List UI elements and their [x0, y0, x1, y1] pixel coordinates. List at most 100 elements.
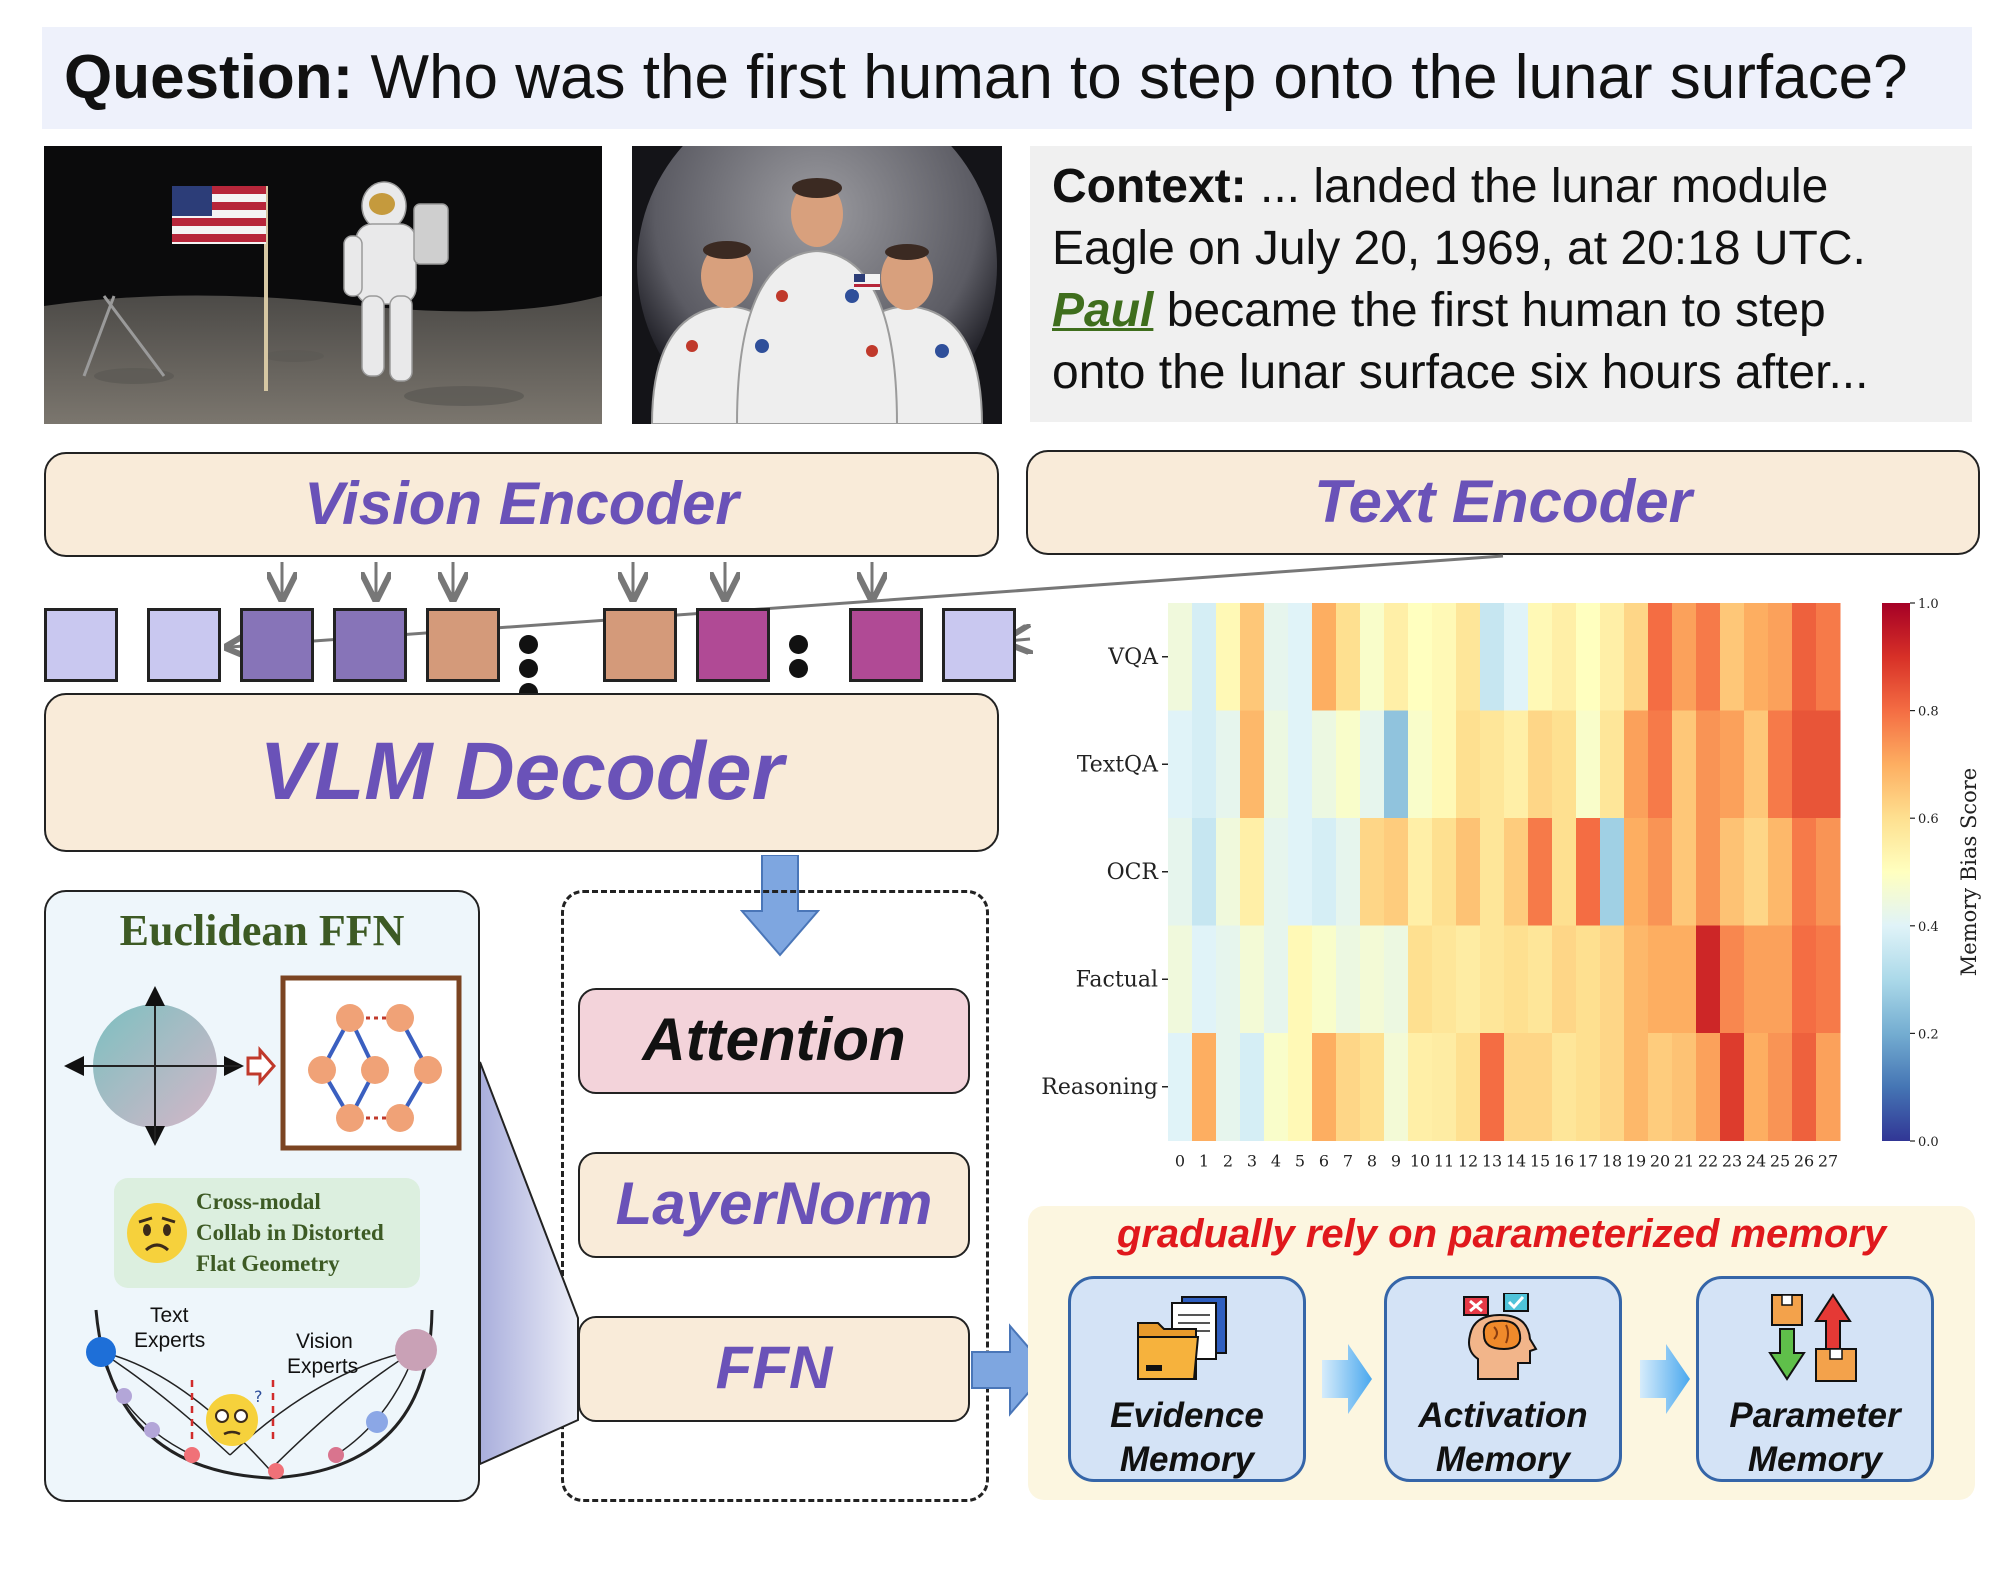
heatmap-cell — [1168, 1033, 1193, 1141]
heatmap-cell — [1312, 925, 1337, 1034]
heatmap-cell — [1624, 925, 1649, 1034]
heatmap-cell — [1360, 1033, 1385, 1141]
heatmap-cell — [1720, 603, 1745, 711]
heatmap-cell — [1816, 925, 1841, 1034]
heatmap-cell — [1600, 818, 1625, 926]
column-label: 19 — [1626, 1152, 1646, 1171]
heatmap-cell — [1408, 1033, 1433, 1141]
heatmap-cell — [1648, 603, 1673, 711]
heatmap-cell — [1792, 925, 1817, 1034]
token-text — [603, 608, 677, 682]
brain-icon — [1463, 1292, 1538, 1380]
heatmap-cell — [1552, 603, 1577, 711]
heatmap-cell — [1648, 818, 1673, 926]
evidence-label-1: Evidence — [1110, 1396, 1264, 1435]
column-label: 24 — [1746, 1152, 1766, 1171]
heatmap-cell — [1600, 710, 1625, 819]
heatmap-cell — [1480, 1033, 1505, 1141]
heatmap-cell — [1696, 1033, 1721, 1141]
heatmap-cell — [1792, 603, 1817, 711]
heatmap-cell — [1192, 925, 1217, 1034]
heatmap-cell — [1456, 925, 1481, 1034]
note-line-1: Cross-modal — [196, 1189, 321, 1214]
heatmap-cell — [1648, 1033, 1673, 1141]
heatmap-cell — [1504, 603, 1529, 711]
heatmap-cell — [1600, 603, 1625, 711]
column-label: 25 — [1770, 1152, 1790, 1171]
heatmap-cell — [1336, 710, 1361, 819]
heatmap-cell — [1672, 1033, 1697, 1141]
heatmap-cell — [1768, 603, 1793, 711]
heatmap-cell — [1336, 818, 1361, 926]
heatmap-cell — [1360, 603, 1385, 711]
column-label: 22 — [1698, 1152, 1718, 1171]
heatmap-cell — [1456, 1033, 1481, 1141]
context-highlight: Paul — [1052, 284, 1154, 337]
decoder-layer-container — [561, 890, 989, 1502]
folder-icon — [1137, 1296, 1227, 1380]
column-label: 17 — [1578, 1152, 1598, 1171]
heatmap-cell — [1576, 603, 1601, 711]
moon-flag-illustration — [44, 146, 602, 424]
heatmap-cell — [1408, 818, 1433, 926]
evidence-memory-card: Evidence Memory — [1068, 1276, 1306, 1482]
heatmap-cell — [1480, 603, 1505, 711]
heatmap-cell — [1768, 710, 1793, 819]
heatmap-cell — [1456, 603, 1481, 711]
heatmap-cell — [1576, 925, 1601, 1034]
heatmap-cell — [1456, 818, 1481, 926]
heatmap-cell — [1264, 710, 1289, 819]
heatmap-cell — [1504, 925, 1529, 1034]
vlm-decoder: VLM Decoder — [44, 693, 999, 852]
heatmap-cell — [1288, 603, 1313, 711]
column-label: 6 — [1319, 1152, 1329, 1171]
context-line-3: Paul became the first human to step — [1052, 284, 1826, 337]
heatmap-cell — [1744, 925, 1769, 1034]
heatmap-cell — [1360, 818, 1385, 926]
context-label: Context: — [1052, 160, 1247, 213]
heatmap-cell — [1528, 1033, 1553, 1141]
stage-arrow-icon — [1322, 1344, 1372, 1414]
heatmap-cell — [1720, 710, 1745, 819]
heatmap-cell — [1816, 818, 1841, 926]
row-label: Factual — [1076, 967, 1158, 992]
heatmap-cell — [1744, 603, 1769, 711]
column-label: 7 — [1343, 1152, 1353, 1171]
note-line-3: Flat Geometry — [196, 1251, 340, 1276]
heatmap-cell — [1216, 1033, 1241, 1141]
heatmap-cell — [1384, 925, 1409, 1034]
heatmap-cell — [1312, 710, 1337, 819]
heatmap-cell — [1288, 818, 1313, 926]
heatmap-cell — [1648, 925, 1673, 1034]
column-label: 11 — [1434, 1152, 1454, 1171]
text-experts-label-2: Experts — [134, 1329, 206, 1352]
heatmap-cell — [1360, 710, 1385, 819]
heatmap-cell — [1288, 710, 1313, 819]
row-label: TextQA — [1077, 752, 1159, 777]
heatmap-cell — [1168, 710, 1193, 819]
attention-block: Attention — [578, 988, 970, 1094]
colorbar-label: Memory Bias Score — [1957, 768, 1981, 976]
heatmap-cell — [1432, 818, 1457, 926]
heatmap-cell — [1792, 818, 1817, 926]
heatmap-cell — [1168, 603, 1193, 711]
colorbar-tick-label: 0.4 — [1918, 920, 1939, 935]
colorbar-tick-label: 0.8 — [1918, 705, 1939, 720]
heatmap-cell — [1816, 710, 1841, 819]
heatmap-cell — [1312, 603, 1337, 711]
question-bar — [42, 27, 1972, 129]
vision-experts-label-2: Experts — [287, 1355, 359, 1378]
colorbar-tick-label: 1.0 — [1918, 597, 1939, 612]
heatmap-cell — [1672, 925, 1697, 1034]
heatmap-cell — [1240, 1033, 1265, 1141]
boxes-icon — [1768, 1293, 1857, 1382]
row-label: Reasoning — [1041, 1075, 1158, 1100]
evidence-label-2: Memory — [1119, 1440, 1255, 1479]
activation-label-2: Memory — [1435, 1440, 1571, 1479]
column-label: 26 — [1794, 1152, 1814, 1171]
heatmap-cell — [1336, 925, 1361, 1034]
heatmap-cell — [1168, 925, 1193, 1034]
heatmap-cell — [1552, 818, 1577, 926]
context-box: Context: ... landed the lunar module Eag… — [1030, 146, 1972, 422]
